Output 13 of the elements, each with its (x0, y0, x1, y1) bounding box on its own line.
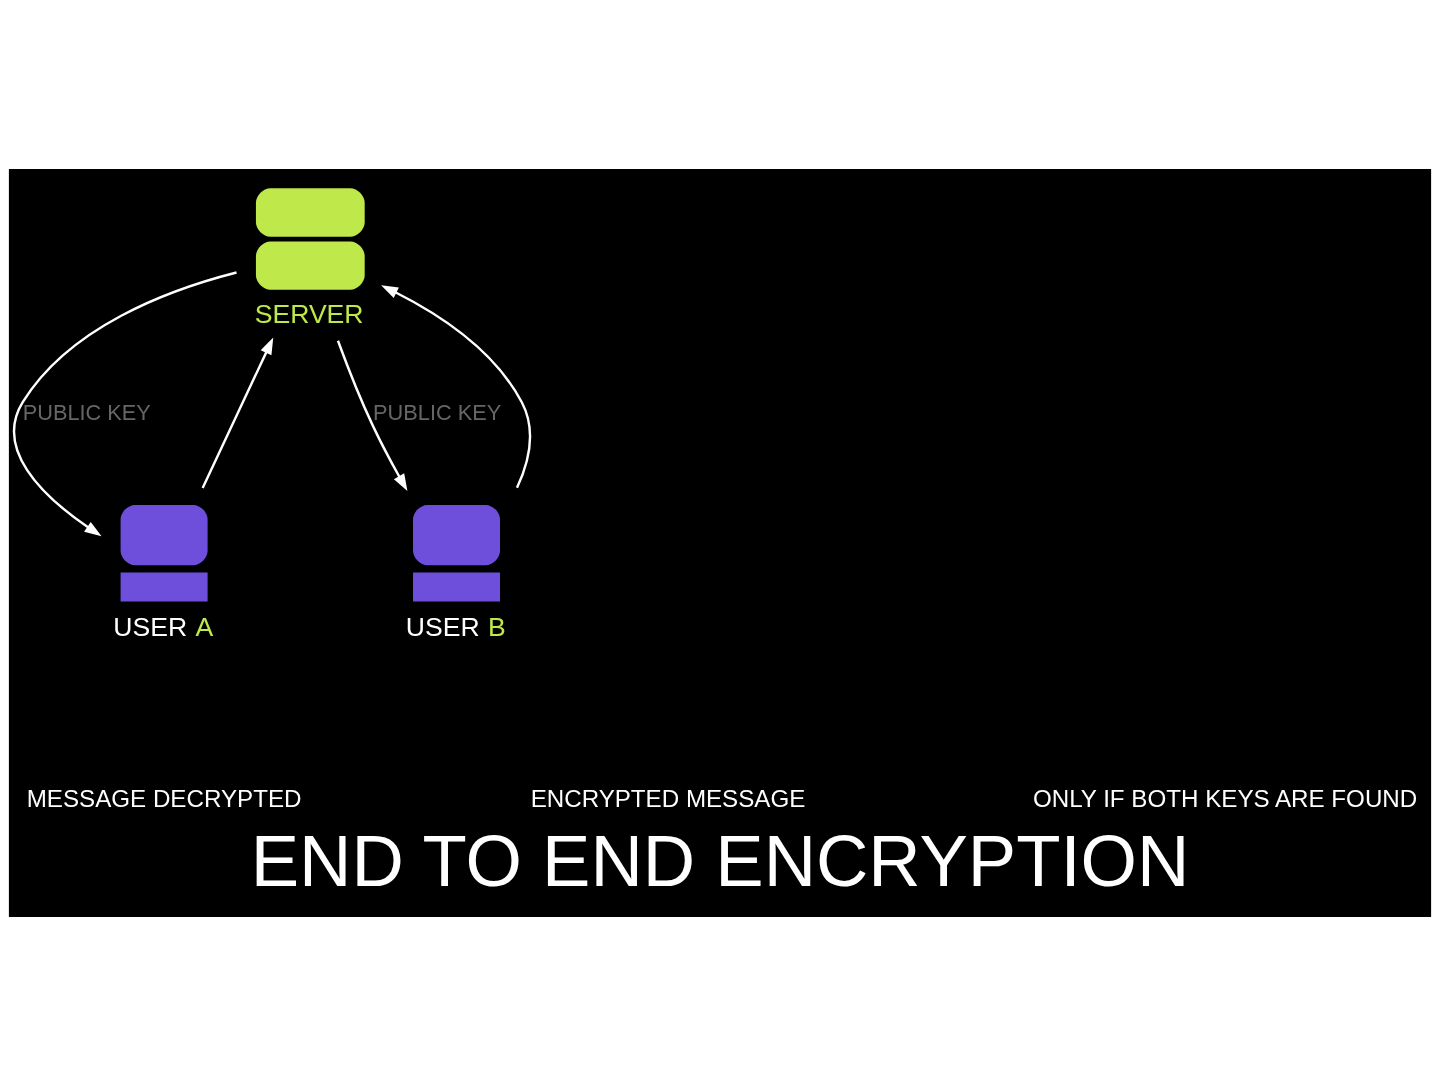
label: ENCRYPTED MESSAGE (530, 784, 806, 812)
edge-label: PUBLIC KEY (373, 399, 502, 425)
node-label: USER B (405, 611, 506, 642)
arrow (13, 270, 237, 536)
arrow (201, 336, 274, 488)
label: ONLY IF BOTH KEYS ARE FOUND (1032, 784, 1418, 812)
label: MESSAGE DECRYPTED (26, 784, 302, 812)
edge-label: PUBLIC KEY (22, 399, 151, 425)
diagram-title: END TO END ENCRYPTION (250, 819, 1190, 901)
arrow (381, 284, 532, 488)
arrow (336, 339, 408, 491)
node-label: USER A (113, 611, 214, 642)
node-label: SERVER (254, 298, 364, 329)
